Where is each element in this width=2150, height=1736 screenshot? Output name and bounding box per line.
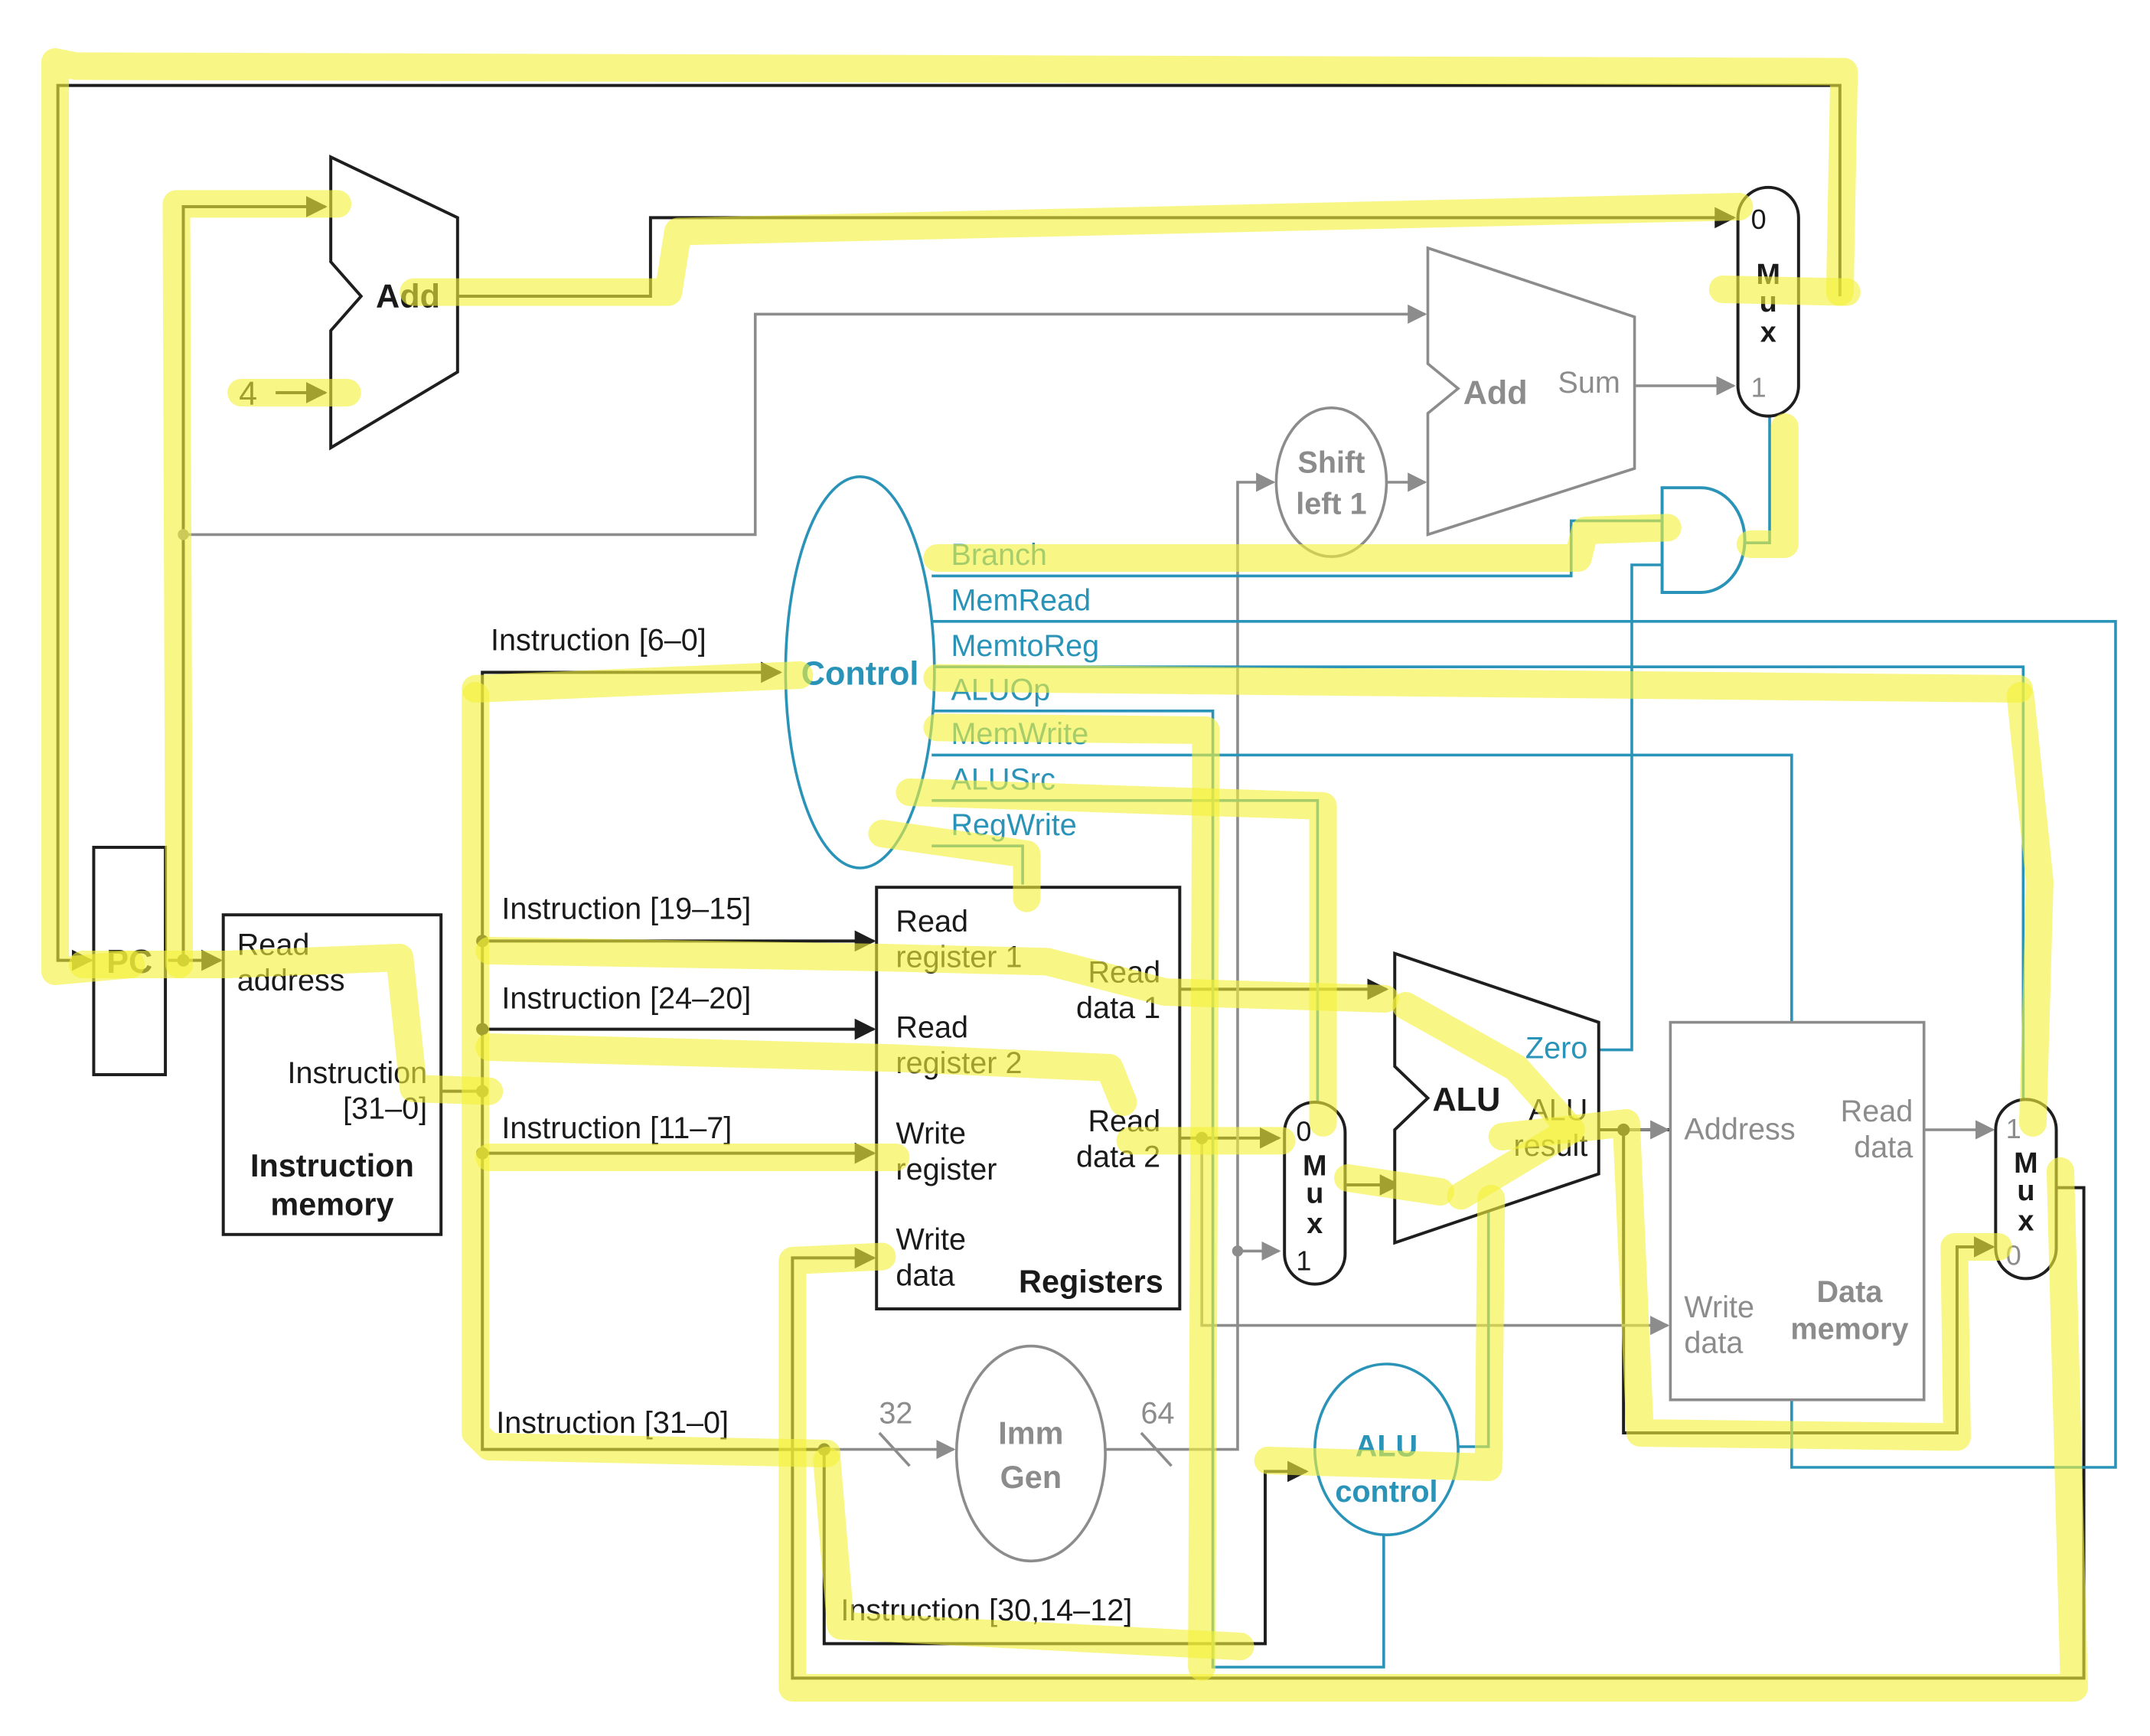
highlight-instr-bus [462,682,841,1467]
reg-write-register-1: Write [896,1117,966,1150]
alu-mux-in0: 0 [1296,1115,1311,1147]
highlight-branch [923,413,1799,572]
dmem-read-data-2: data [1854,1131,1913,1164]
branch-and-gate [1660,486,1747,594]
reg-read-register1-1: Read [896,905,968,938]
highlight-instr-6-0 [462,661,814,703]
label-instr-19-15: Instruction [19–15] [501,892,751,926]
reg-read-register2-1: Read [896,1010,968,1044]
memtoreg-signal-wire [931,665,2025,1102]
highlight-alucontrol [1254,1185,1506,1481]
and-to-mux-wire [1744,413,1771,544]
data-memory: Address Read data Write data Data memory [1669,1020,1926,1402]
imm-gen-line2: Gen [1000,1460,1062,1495]
highlight-alu-flow [1391,992,1585,1210]
wb-mux-letter-m: M [2014,1147,2038,1180]
dmem-title-2: memory [1790,1313,1908,1346]
highlight-pc-to-imem [69,944,504,1105]
registers-title: Registers [1019,1264,1163,1299]
wb-mux-letter-x: x [2018,1205,2034,1237]
alu-mux-letter-x: x [1307,1208,1323,1240]
wb-mux-letter-u: u [2017,1175,2034,1207]
pc-to-branch-adder-wire [183,304,1427,537]
pc-mux-in1: 1 [1751,371,1767,403]
imm-width-in-slash [878,1431,911,1467]
alu-src-mux: 0 M u x 1 [1283,1101,1347,1286]
reg-write-data-2: data [896,1258,955,1292]
highlighter-marks [41,48,2088,1702]
pc-to-adder-wire [181,196,328,961]
branch-adder: Add Sum [1426,246,1636,537]
highlight-pc-feedback [41,48,1858,985]
highlight-adder-mux [400,193,1754,306]
highlight-mux-alu [1334,1164,1454,1206]
alu-mux-letter-u: u [1306,1177,1323,1209]
shift-label-line1: Shift [1297,445,1365,479]
label-instr-24-20: Instruction [24–20] [501,982,751,1016]
alu-control-line2: control [1335,1475,1437,1509]
pc-mux-letter-x: x [1760,316,1776,348]
highlight-pc-adder-input [162,190,352,978]
highlight-instr-30-14-12 [813,1447,1254,1660]
pc-mux-in0: 0 [1751,204,1767,235]
highlight-writeback-loop [778,1157,2088,1702]
highlight-memtoreg [923,664,2033,703]
imm-width-in: 32 [879,1396,912,1430]
imem-title-2: memory [270,1187,393,1222]
highlight-alu-result [1488,1109,2012,1451]
alu-mux-in1: 1 [1296,1245,1311,1277]
alu-mux-letter-m: M [1303,1150,1327,1182]
highlight-alusrc [896,778,1337,1137]
dmem-read-data-1: Read [1841,1095,1913,1128]
label-instr-11-7: Instruction [11–7] [501,1111,732,1145]
writeback-mux: 1 M u x 0 [1994,1098,2058,1281]
highlight-reg-rs1 [475,937,1399,1013]
highlight-wb-mux-right [2006,682,2054,1137]
control-label: Control [801,656,919,693]
imem-title-1: Instruction [250,1148,414,1183]
dmem-write-data-2: data [1684,1326,1744,1360]
dmem-title-1: Data [1817,1275,1884,1309]
signal-memtoreg: MemtoReg [951,629,1099,663]
zero-to-and-wire [1598,563,1662,1052]
label-instr-6-0: Instruction [6–0] [491,624,706,658]
dmem-write-data-1: Write [1684,1291,1754,1324]
alu-label: ALU [1432,1082,1500,1118]
alu-zero-label: Zero [1525,1031,1587,1065]
wb-mux-in1: 1 [2006,1113,2021,1144]
branch-adder-label: Add [1463,374,1528,411]
imm-width-out: 64 [1141,1396,1175,1430]
imm-out-wire [1105,472,1276,1451]
dmem-address-label: Address [1684,1113,1795,1147]
highlight-mux-select [1708,276,1861,306]
signal-memread: MemRead [951,583,1091,617]
imm-gen-line1: Imm [998,1415,1063,1450]
highlight-aluop [923,713,1220,1681]
imm-width-out-slash [1140,1431,1173,1467]
shift-left-unit: Shift left 1 [1274,406,1388,558]
control-unit: Control [784,475,936,870]
highlight-reg-rs2 [475,1033,1137,1116]
branch-adder-sum-label: Sum [1558,366,1620,400]
reg-write-register-2: register [896,1153,997,1186]
highlight-regwrite [868,820,1041,912]
shift-label-line2: left 1 [1296,487,1366,520]
imm-gen: Imm Gen 32 64 [879,1344,1175,1563]
reg-write-data-1: Write [896,1223,966,1257]
